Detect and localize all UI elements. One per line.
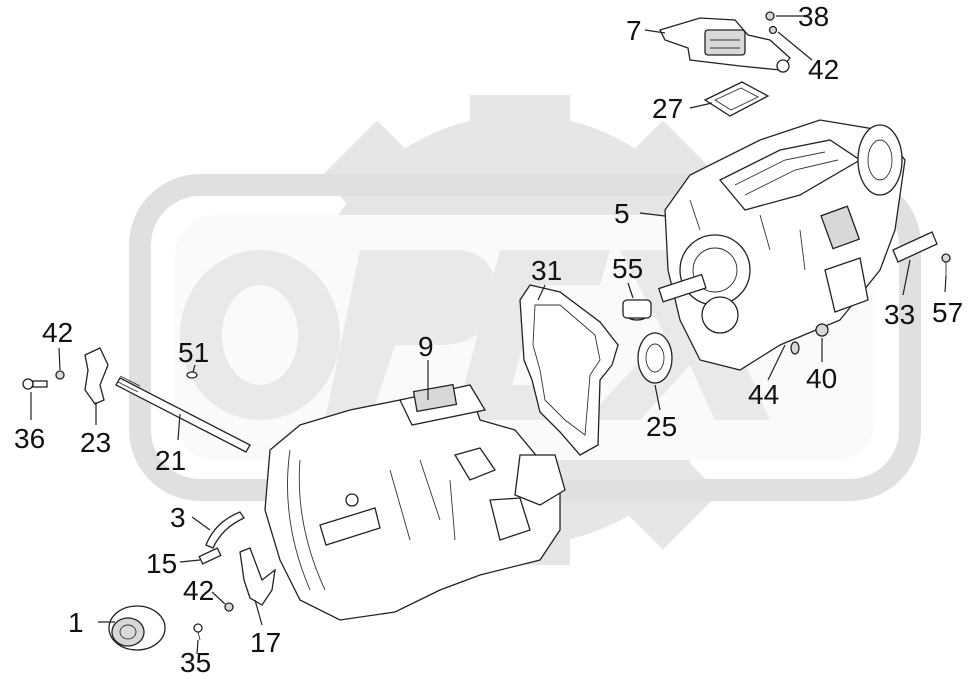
label-15: 15 xyxy=(146,548,177,579)
part-51-ring xyxy=(186,371,198,379)
part-15-fitting xyxy=(198,547,222,565)
label-23: 23 xyxy=(80,427,111,458)
label-5: 5 xyxy=(614,198,630,229)
label-31: 31 xyxy=(531,255,562,286)
part-55-bearing xyxy=(622,299,652,321)
label-9: 9 xyxy=(418,331,434,362)
part-21-shaft xyxy=(115,375,251,453)
label-51: 51 xyxy=(178,337,209,368)
label-7: 7 xyxy=(626,15,642,46)
label-33: 33 xyxy=(884,299,915,330)
part-40-nut xyxy=(815,323,829,337)
part-44-pin xyxy=(790,341,800,355)
part-labels: 1 3 5 7 9 15 17 21 23 25 27 31 33 35 36 … xyxy=(14,1,963,678)
part-36-bolt xyxy=(22,378,48,390)
label-35: 35 xyxy=(180,647,211,678)
leader-lines xyxy=(30,15,947,655)
label-55: 55 xyxy=(612,253,643,284)
label-44: 44 xyxy=(748,379,779,410)
part-35-bolt xyxy=(193,623,203,641)
part-42-washer-bottom xyxy=(224,602,234,612)
part-9-clutch-housing xyxy=(264,383,566,621)
label-42-bottom: 42 xyxy=(183,575,214,606)
part-42-washer-top xyxy=(768,25,778,35)
label-17: 17 xyxy=(250,627,281,658)
label-1: 1 xyxy=(68,607,84,638)
part-27-gasket xyxy=(703,81,770,117)
label-38: 38 xyxy=(798,1,829,32)
part-57-bolt xyxy=(941,253,951,276)
part-31-gasket xyxy=(519,284,619,456)
label-36: 36 xyxy=(14,423,45,454)
part-3-hose xyxy=(205,511,245,549)
part-23-lever xyxy=(84,347,109,405)
label-40: 40 xyxy=(806,363,837,394)
label-3: 3 xyxy=(170,502,186,533)
part-42-washer-left xyxy=(55,370,65,380)
label-27: 27 xyxy=(652,93,683,124)
label-21: 21 xyxy=(155,445,186,476)
label-42-left: 42 xyxy=(42,317,73,348)
label-25: 25 xyxy=(646,411,677,442)
part-33-cover xyxy=(892,231,938,263)
part-17-fork xyxy=(239,547,276,606)
part-25-seal-ring xyxy=(637,332,673,384)
part-1-release-bearing xyxy=(108,605,166,651)
part-38-nut xyxy=(765,11,775,21)
label-42-top: 42 xyxy=(808,54,839,85)
part-7-shift-tower xyxy=(659,17,791,73)
part-5-gearbox-housing xyxy=(657,119,906,371)
label-57: 57 xyxy=(932,297,963,328)
